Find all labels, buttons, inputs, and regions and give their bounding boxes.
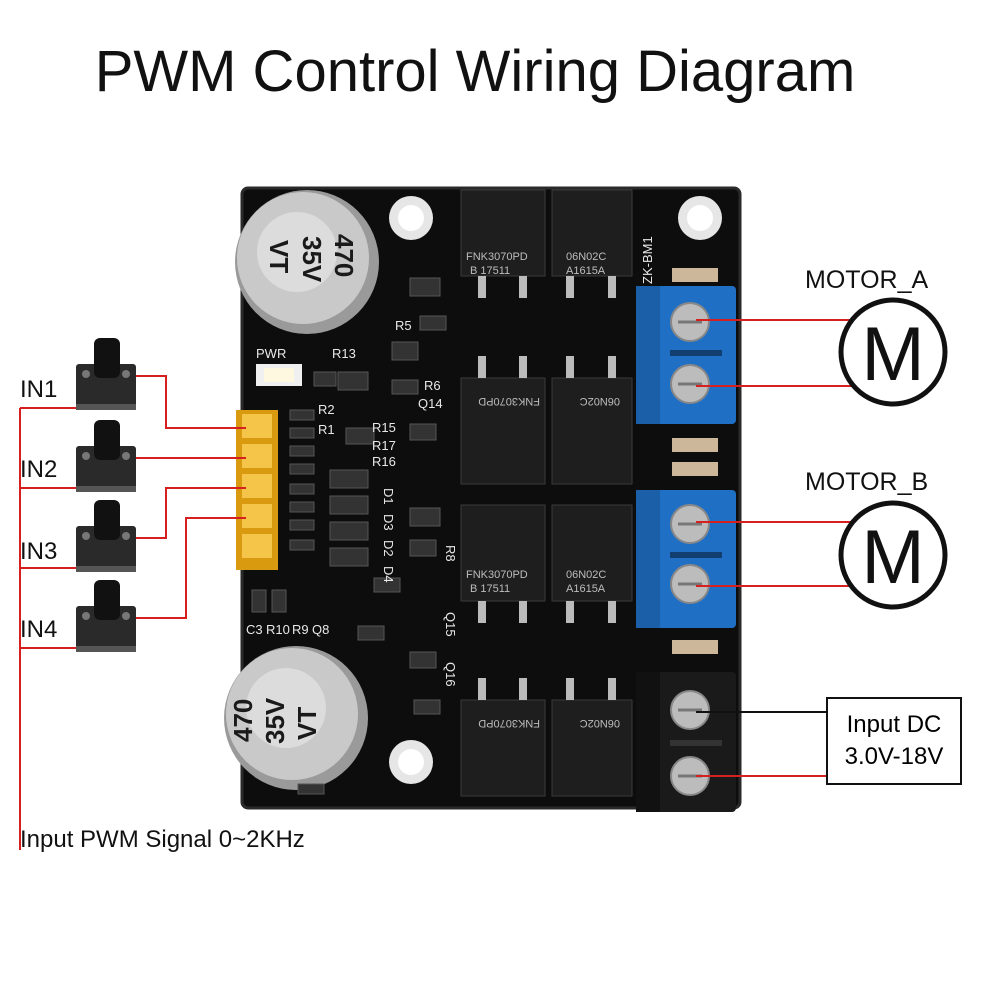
motor-a: M <box>838 297 948 407</box>
svg-text:FNK3070PD: FNK3070PD <box>466 251 528 263</box>
svg-text:R6: R6 <box>424 378 441 393</box>
motor-a-symbol: M <box>861 312 924 397</box>
smd-capacitors <box>672 268 718 654</box>
svg-text:06N02C: 06N02C <box>566 569 606 581</box>
capacitor-top: 470 35V VT <box>235 190 379 334</box>
silkscreen-labels: PWR R13 R5 R6 Q14 R15 R17 R16 R1 R2 D1 D… <box>246 236 655 686</box>
svg-text:Q8: Q8 <box>312 622 329 637</box>
svg-text:06N02C: 06N02C <box>580 395 620 407</box>
power-input-line2: 3.0V-18V <box>844 743 944 770</box>
svg-text:FNK3070PD: FNK3070PD <box>478 717 540 729</box>
input-label-in3: IN3 <box>20 538 58 565</box>
terminal-motor-b <box>636 490 736 628</box>
svg-text:C3: C3 <box>246 622 263 637</box>
page-title: PWM Control Wiring Diagram <box>94 39 856 104</box>
svg-text:D4: D4 <box>381 566 396 583</box>
pcb-board: 470 35V VT 470 35V VT FNK3070PD B 17511 … <box>224 186 742 812</box>
svg-text:FNK3070PD: FNK3070PD <box>466 569 528 581</box>
input-label-in4: IN4 <box>20 616 58 643</box>
svg-text:D2: D2 <box>381 540 396 557</box>
push-button-in1 <box>76 338 136 410</box>
mosfet-q1: 06N02C <box>551 678 633 797</box>
motor-b: M <box>838 500 948 610</box>
terminal-motor-a <box>636 286 736 424</box>
mounting-hole <box>389 196 433 240</box>
svg-text:Q15: Q15 <box>443 612 458 637</box>
svg-text:A1615A: A1615A <box>566 583 606 595</box>
cap-top-value: 470 <box>329 234 359 277</box>
svg-text:R16: R16 <box>372 454 396 469</box>
cap-top-series: VT <box>264 240 294 273</box>
svg-text:06N02C: 06N02C <box>580 717 620 729</box>
mounting-hole <box>389 740 433 784</box>
svg-text:B 17511: B 17511 <box>470 583 510 595</box>
capacitor-bottom: 470 35V VT <box>224 646 368 790</box>
push-button-in3 <box>76 500 136 572</box>
cap-bottom-voltage: 35V <box>260 697 290 744</box>
svg-text:R9: R9 <box>292 622 309 637</box>
input-label-in2: IN2 <box>20 456 58 483</box>
svg-text:R13: R13 <box>332 346 356 361</box>
mosfet-q3: 06N02C A1615A <box>551 189 633 298</box>
mosfet-q9: FNK3070PD <box>460 678 546 797</box>
mosfet-q10: FNK3070PD B 17511 <box>460 504 546 623</box>
signal-label: Input PWM Signal 0~2KHz <box>20 826 305 853</box>
mounting-hole <box>678 196 722 240</box>
svg-text:FNK3070PD: FNK3070PD <box>478 395 540 407</box>
power-input-line1: Input DC <box>846 711 942 738</box>
svg-text:R2: R2 <box>318 402 335 417</box>
svg-text:R1: R1 <box>318 422 335 437</box>
power-input-box: Input DC 3.0V-18V <box>826 697 962 785</box>
cap-bottom-value: 470 <box>228 699 258 742</box>
header-pins <box>236 410 278 570</box>
push-button-in2 <box>76 420 136 492</box>
svg-text:D3: D3 <box>381 514 396 531</box>
mosfet-q4: FNK3070PD B 17511 <box>460 189 546 298</box>
cap-bottom-series: VT <box>292 707 322 740</box>
svg-text:R5: R5 <box>395 318 412 333</box>
mosfet-q12: 06N02C <box>551 356 633 485</box>
cap-top-voltage: 35V <box>297 236 327 283</box>
svg-text:R15: R15 <box>372 420 396 435</box>
push-button-in4 <box>76 580 136 652</box>
pwr-led <box>256 364 302 386</box>
svg-text:Q16: Q16 <box>443 662 458 687</box>
smd-components <box>251 277 447 795</box>
signal-wires <box>19 319 862 850</box>
svg-text:PWR: PWR <box>256 346 286 361</box>
input-label-in1: IN1 <box>20 376 58 403</box>
svg-text:06N02C: 06N02C <box>566 251 606 263</box>
motor-b-label: MOTOR_B <box>805 468 929 496</box>
svg-text:ZK-BM1: ZK-BM1 <box>640 236 655 284</box>
mosfet-q13: FNK3070PD <box>460 356 546 485</box>
svg-text:R17: R17 <box>372 438 396 453</box>
svg-text:R10: R10 <box>266 622 290 637</box>
motor-b-symbol: M <box>861 515 924 600</box>
terminal-power <box>636 672 736 812</box>
svg-text:A1615A: A1615A <box>566 265 606 277</box>
svg-text:D1: D1 <box>381 488 396 505</box>
svg-text:Q14: Q14 <box>418 396 443 411</box>
svg-text:R8: R8 <box>443 545 458 562</box>
svg-text:B 17511: B 17511 <box>470 265 510 277</box>
power-wires <box>696 711 826 777</box>
mosfet-q2: 06N02C A1615A <box>551 504 633 623</box>
motor-a-label: MOTOR_A <box>805 266 929 294</box>
